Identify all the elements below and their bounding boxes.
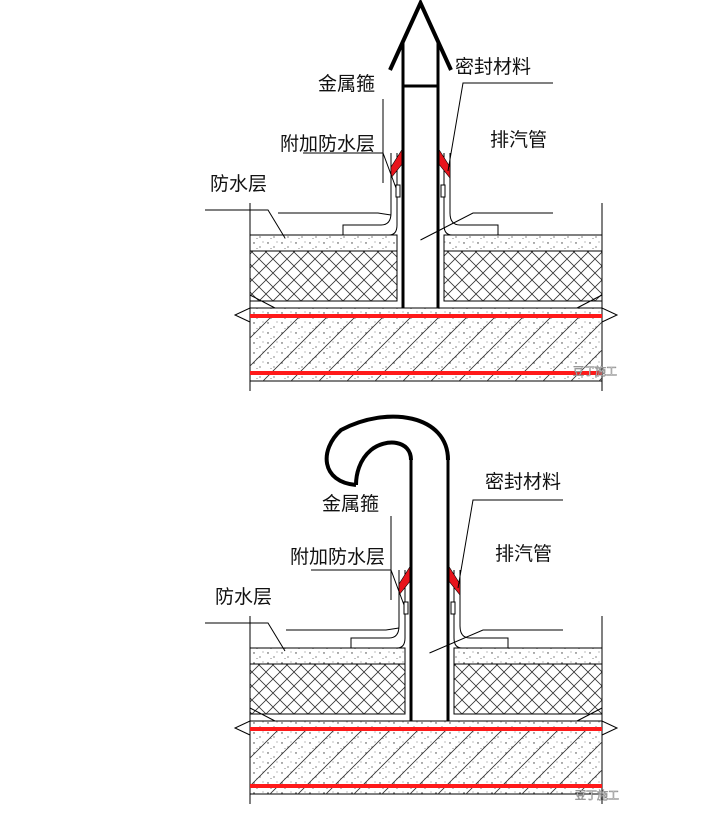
- label-additional-waterproof: 附加防水层: [290, 546, 385, 568]
- watermark: 豆丁施工: [575, 789, 619, 802]
- diagram-arrow-cap: [205, 0, 619, 391]
- additional-waterproof-right: [459, 570, 509, 648]
- insulation-layer: [249, 663, 406, 715]
- leader-vent-pipe: [420, 212, 553, 241]
- label-waterproof-layer: 防水层: [215, 586, 272, 608]
- additional-waterproof-right: [449, 153, 499, 235]
- metal-clamp-right: [450, 601, 456, 615]
- leader-metal-clamp-h: [303, 152, 397, 189]
- insulation-layer: [443, 250, 603, 302]
- label-metal-clamp: 金属箍: [318, 73, 375, 95]
- arrow-cap-icon: [388, 0, 453, 71]
- additional-waterproof-left: [342, 153, 392, 235]
- leader-waterproof-layer: [205, 622, 286, 652]
- label-vent-pipe: 排汽管: [490, 129, 547, 151]
- additional-waterproof-left-inner: [343, 153, 398, 236]
- metal-clamp-left: [403, 601, 409, 615]
- break-mark-right: [576, 707, 619, 736]
- break-mark-left: [233, 707, 276, 736]
- insulation-layer: [453, 663, 603, 715]
- break-mark-right: [576, 294, 619, 323]
- hook-cap-outer: [324, 414, 450, 487]
- leader-sealant: [447, 82, 553, 172]
- label-metal-clamp: 金属箍: [322, 493, 379, 515]
- label-additional-waterproof: 附加防水层: [280, 133, 375, 155]
- leveling-layer: [443, 234, 603, 252]
- leader-metal-clamp-h: [311, 569, 405, 606]
- label-waterproof-layer: 防水层: [210, 173, 267, 195]
- leveling-layer: [249, 234, 398, 252]
- leader-additional-waterproof: [278, 212, 392, 216]
- additional-waterproof-right-inner: [453, 570, 508, 649]
- leader-vent-pipe: [429, 629, 563, 654]
- watermark: 豆丁施工: [573, 365, 617, 378]
- slab-hatch: [250, 316, 602, 381]
- leader-waterproof-layer: [205, 209, 286, 239]
- metal-clamp-left: [395, 184, 401, 198]
- leveling-layer: [453, 647, 603, 665]
- diagram-hook-cap: [205, 414, 619, 804]
- metal-clamp-right: [440, 184, 446, 198]
- break-mark-left: [233, 294, 276, 323]
- leader-sealant: [457, 499, 563, 589]
- label-sealant: 密封材料: [485, 471, 561, 493]
- leader-additional-waterproof: [286, 627, 400, 631]
- label-sealant: 密封材料: [455, 56, 531, 78]
- insulation-layer: [249, 250, 398, 302]
- slab-hatch: [250, 729, 602, 794]
- label-vent-pipe: 排汽管: [495, 543, 552, 565]
- additional-waterproof-left: [350, 570, 400, 648]
- leveling-layer: [249, 647, 406, 665]
- hook-cap-inner: [354, 440, 413, 486]
- additional-waterproof-left-inner: [351, 570, 406, 649]
- additional-waterproof-right-inner: [443, 153, 498, 236]
